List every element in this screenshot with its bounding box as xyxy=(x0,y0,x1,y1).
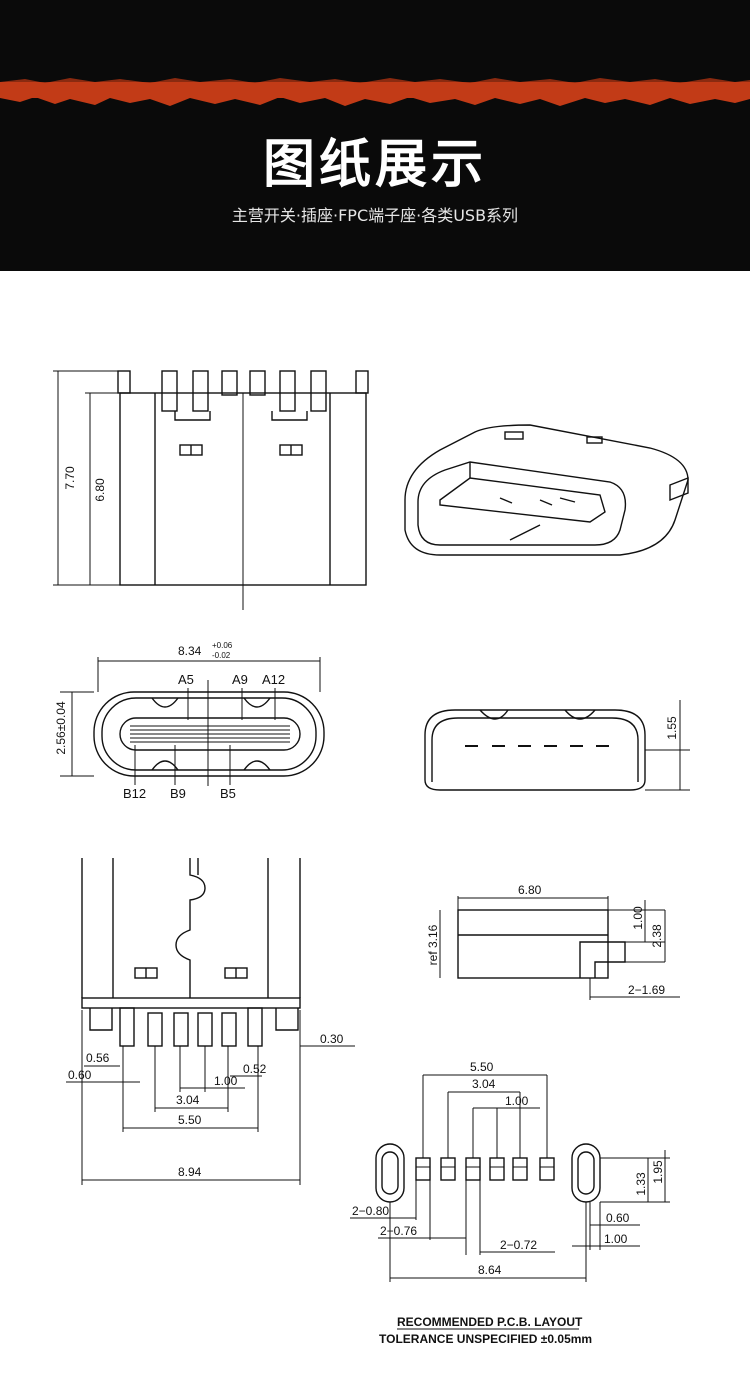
dim-8-94: 8.94 xyxy=(178,1165,202,1179)
technical-drawing: 7.70 6.80 xyxy=(53,370,690,1346)
dim-pcb-2-0-80: 2−0.80 xyxy=(352,1204,389,1218)
pin-label-b12: B12 xyxy=(123,786,146,801)
pcb-note-title: RECOMMENDED P.C.B. LAYOUT xyxy=(397,1315,583,1329)
dim-pcb-2-0-72: 2−0.72 xyxy=(500,1238,537,1252)
dim-6-80: 6.80 xyxy=(93,478,107,502)
pin-label-a12: A12 xyxy=(262,672,285,687)
dim-tol-minus: -0.02 xyxy=(212,651,231,660)
dim-0-52: 0.52 xyxy=(243,1062,267,1076)
dim-pcb-8-64: 8.64 xyxy=(478,1263,502,1277)
dim-7-70: 7.70 xyxy=(63,466,77,490)
pin-label-b5: B5 xyxy=(220,786,236,801)
dim-pcb-1-95: 1.95 xyxy=(651,1160,665,1184)
page-title: 图纸展示 xyxy=(262,135,487,195)
front-view: 8.34 +0.06 -0.02 2.56±0.04 A5 A9 A12 B12… xyxy=(54,641,325,801)
dim-2-1-69: 2−1.69 xyxy=(628,983,665,997)
dim-2-38: 2.38 xyxy=(650,924,664,948)
top-view: 8.94 5.50 3.04 1.00 0.52 0.56 0.60 0.30 xyxy=(66,858,355,1185)
dim-1-55: 1.55 xyxy=(665,716,679,740)
pin-label-a5: A5 xyxy=(178,672,194,687)
dim-1-00-top: 1.00 xyxy=(214,1074,238,1088)
isometric-view xyxy=(404,424,689,556)
banner-grunge-stripe xyxy=(0,78,750,106)
dim-0-60: 0.60 xyxy=(68,1068,92,1082)
header-banner: 图纸展示 主营开关·插座·FPC端子座·各类USB系列 xyxy=(0,0,750,271)
end-view: 1.55 xyxy=(424,700,690,791)
dim-pcb-3-04: 3.04 xyxy=(472,1077,496,1091)
dim-pcb-0-60: 0.60 xyxy=(606,1211,630,1225)
dim-pcb-5-50: 5.50 xyxy=(470,1060,494,1074)
dim-5-50: 5.50 xyxy=(178,1113,202,1127)
pcb-note-tolerance: TOLERANCE UNSPECIFIED ±0.05mm xyxy=(379,1332,592,1346)
pin-label-b9: B9 xyxy=(170,786,186,801)
side-small-view: 6.80 ref 3.16 1.00 2.38 2−1.69 xyxy=(426,883,680,1000)
dim-tol-plus: +0.06 xyxy=(212,641,233,650)
page-subtitle: 主营开关·插座·FPC端子座·各类USB系列 xyxy=(231,206,519,225)
side-view: 7.70 6.80 xyxy=(53,370,369,610)
dim-8-34: 8.34 xyxy=(178,644,202,658)
dim-3-04: 3.04 xyxy=(176,1093,200,1107)
pin-label-a9: A9 xyxy=(232,672,248,687)
dim-0-56: 0.56 xyxy=(86,1051,110,1065)
dim-pcb-1-00: 1.00 xyxy=(505,1094,529,1108)
dim-pcb-1-33: 1.33 xyxy=(634,1172,648,1196)
dim-pcb-1-00-b: 1.00 xyxy=(604,1232,628,1246)
dim-6-80-small: 6.80 xyxy=(518,883,542,897)
dim-1-00-side: 1.00 xyxy=(631,906,645,930)
dim-2-56: 2.56±0.04 xyxy=(54,701,68,755)
pcb-layout: 5.50 3.04 1.00 1.33 1.95 0.60 1.00 2−0.8… xyxy=(350,1060,670,1346)
dim-pcb-2-0-76: 2−0.76 xyxy=(380,1224,417,1238)
dim-ref-3-16: ref 3.16 xyxy=(426,924,440,965)
dim-0-30: 0.30 xyxy=(320,1032,344,1046)
